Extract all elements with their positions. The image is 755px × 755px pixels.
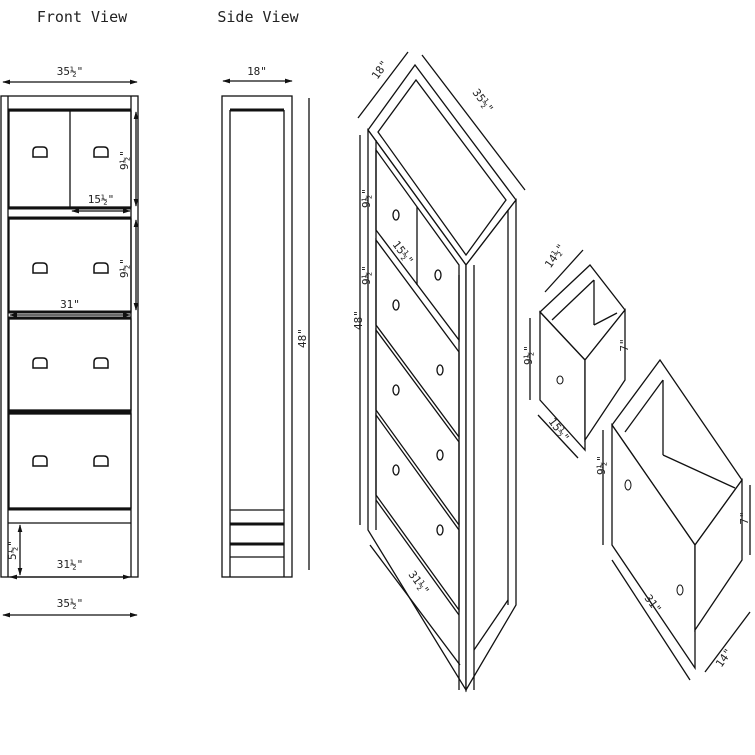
iso-handle-icons	[392, 209, 444, 536]
large-drawer-handle-icon-2	[676, 584, 684, 596]
drawer-3	[8, 318, 132, 411]
front-view-title: Front View	[37, 8, 128, 26]
inner-width-label: 31½"	[57, 558, 84, 571]
small-drawer-detail: 14½" 9½" 7" 15½"	[522, 241, 631, 459]
large-drawer-detail: 9½" 7" 31" 14"	[595, 358, 751, 681]
drawer-height-label: 9½"	[118, 258, 131, 278]
iso-drawer-height-label: 9½"	[360, 265, 373, 285]
iso-drawer-2	[375, 238, 460, 439]
side-depth-label: 18"	[247, 65, 267, 78]
iso-drawer-4	[375, 412, 460, 613]
side-view: Side View 18" 48"	[217, 8, 310, 578]
side-frame	[221, 95, 293, 578]
small-drawer-handle-icon	[556, 375, 564, 385]
front-view: Front View 35½" 9½" 15½" 9½" 31"	[0, 8, 139, 618]
large-drawer-depth-label: 14"	[713, 646, 735, 670]
large-drawer-handle-icon-1	[624, 479, 632, 491]
iso-top-drawer-height-label: 9½"	[360, 188, 373, 208]
large-drawer-box-height-label: 7"	[738, 511, 751, 524]
overall-width-label: 35½"	[57, 65, 84, 78]
small-drawer-front-height-label: 9½"	[522, 345, 535, 365]
iso-top-drawers	[375, 147, 460, 342]
iso-drawer-3	[375, 328, 460, 528]
side-view-title: Side View	[217, 8, 299, 26]
small-drawer-width-label: 15½"	[88, 193, 115, 206]
top-drawer-height-label: 9½"	[118, 150, 131, 170]
overall-width-bottom-label: 35½"	[57, 597, 84, 610]
side-height-label: 48"	[296, 328, 309, 348]
handle-icons	[32, 146, 109, 467]
large-drawer-front-height-label: 9½"	[595, 455, 608, 475]
small-drawer-box-height-label: 7"	[618, 338, 631, 351]
bottom-height-label: 5½"	[6, 540, 19, 560]
small-drawer-depth-label: 14½"	[542, 241, 568, 270]
dresser-side	[465, 198, 517, 693]
drawer-width-label: 31"	[60, 298, 80, 311]
drawer-4	[8, 413, 132, 509]
large-drawer-front	[611, 422, 696, 671]
isometric-dresser: 18" 35½" 9½" 15½" 9½" 48" 31½"	[352, 51, 526, 693]
iso-width-label: 35½"	[470, 86, 496, 115]
iso-height-label: 48"	[352, 310, 365, 330]
